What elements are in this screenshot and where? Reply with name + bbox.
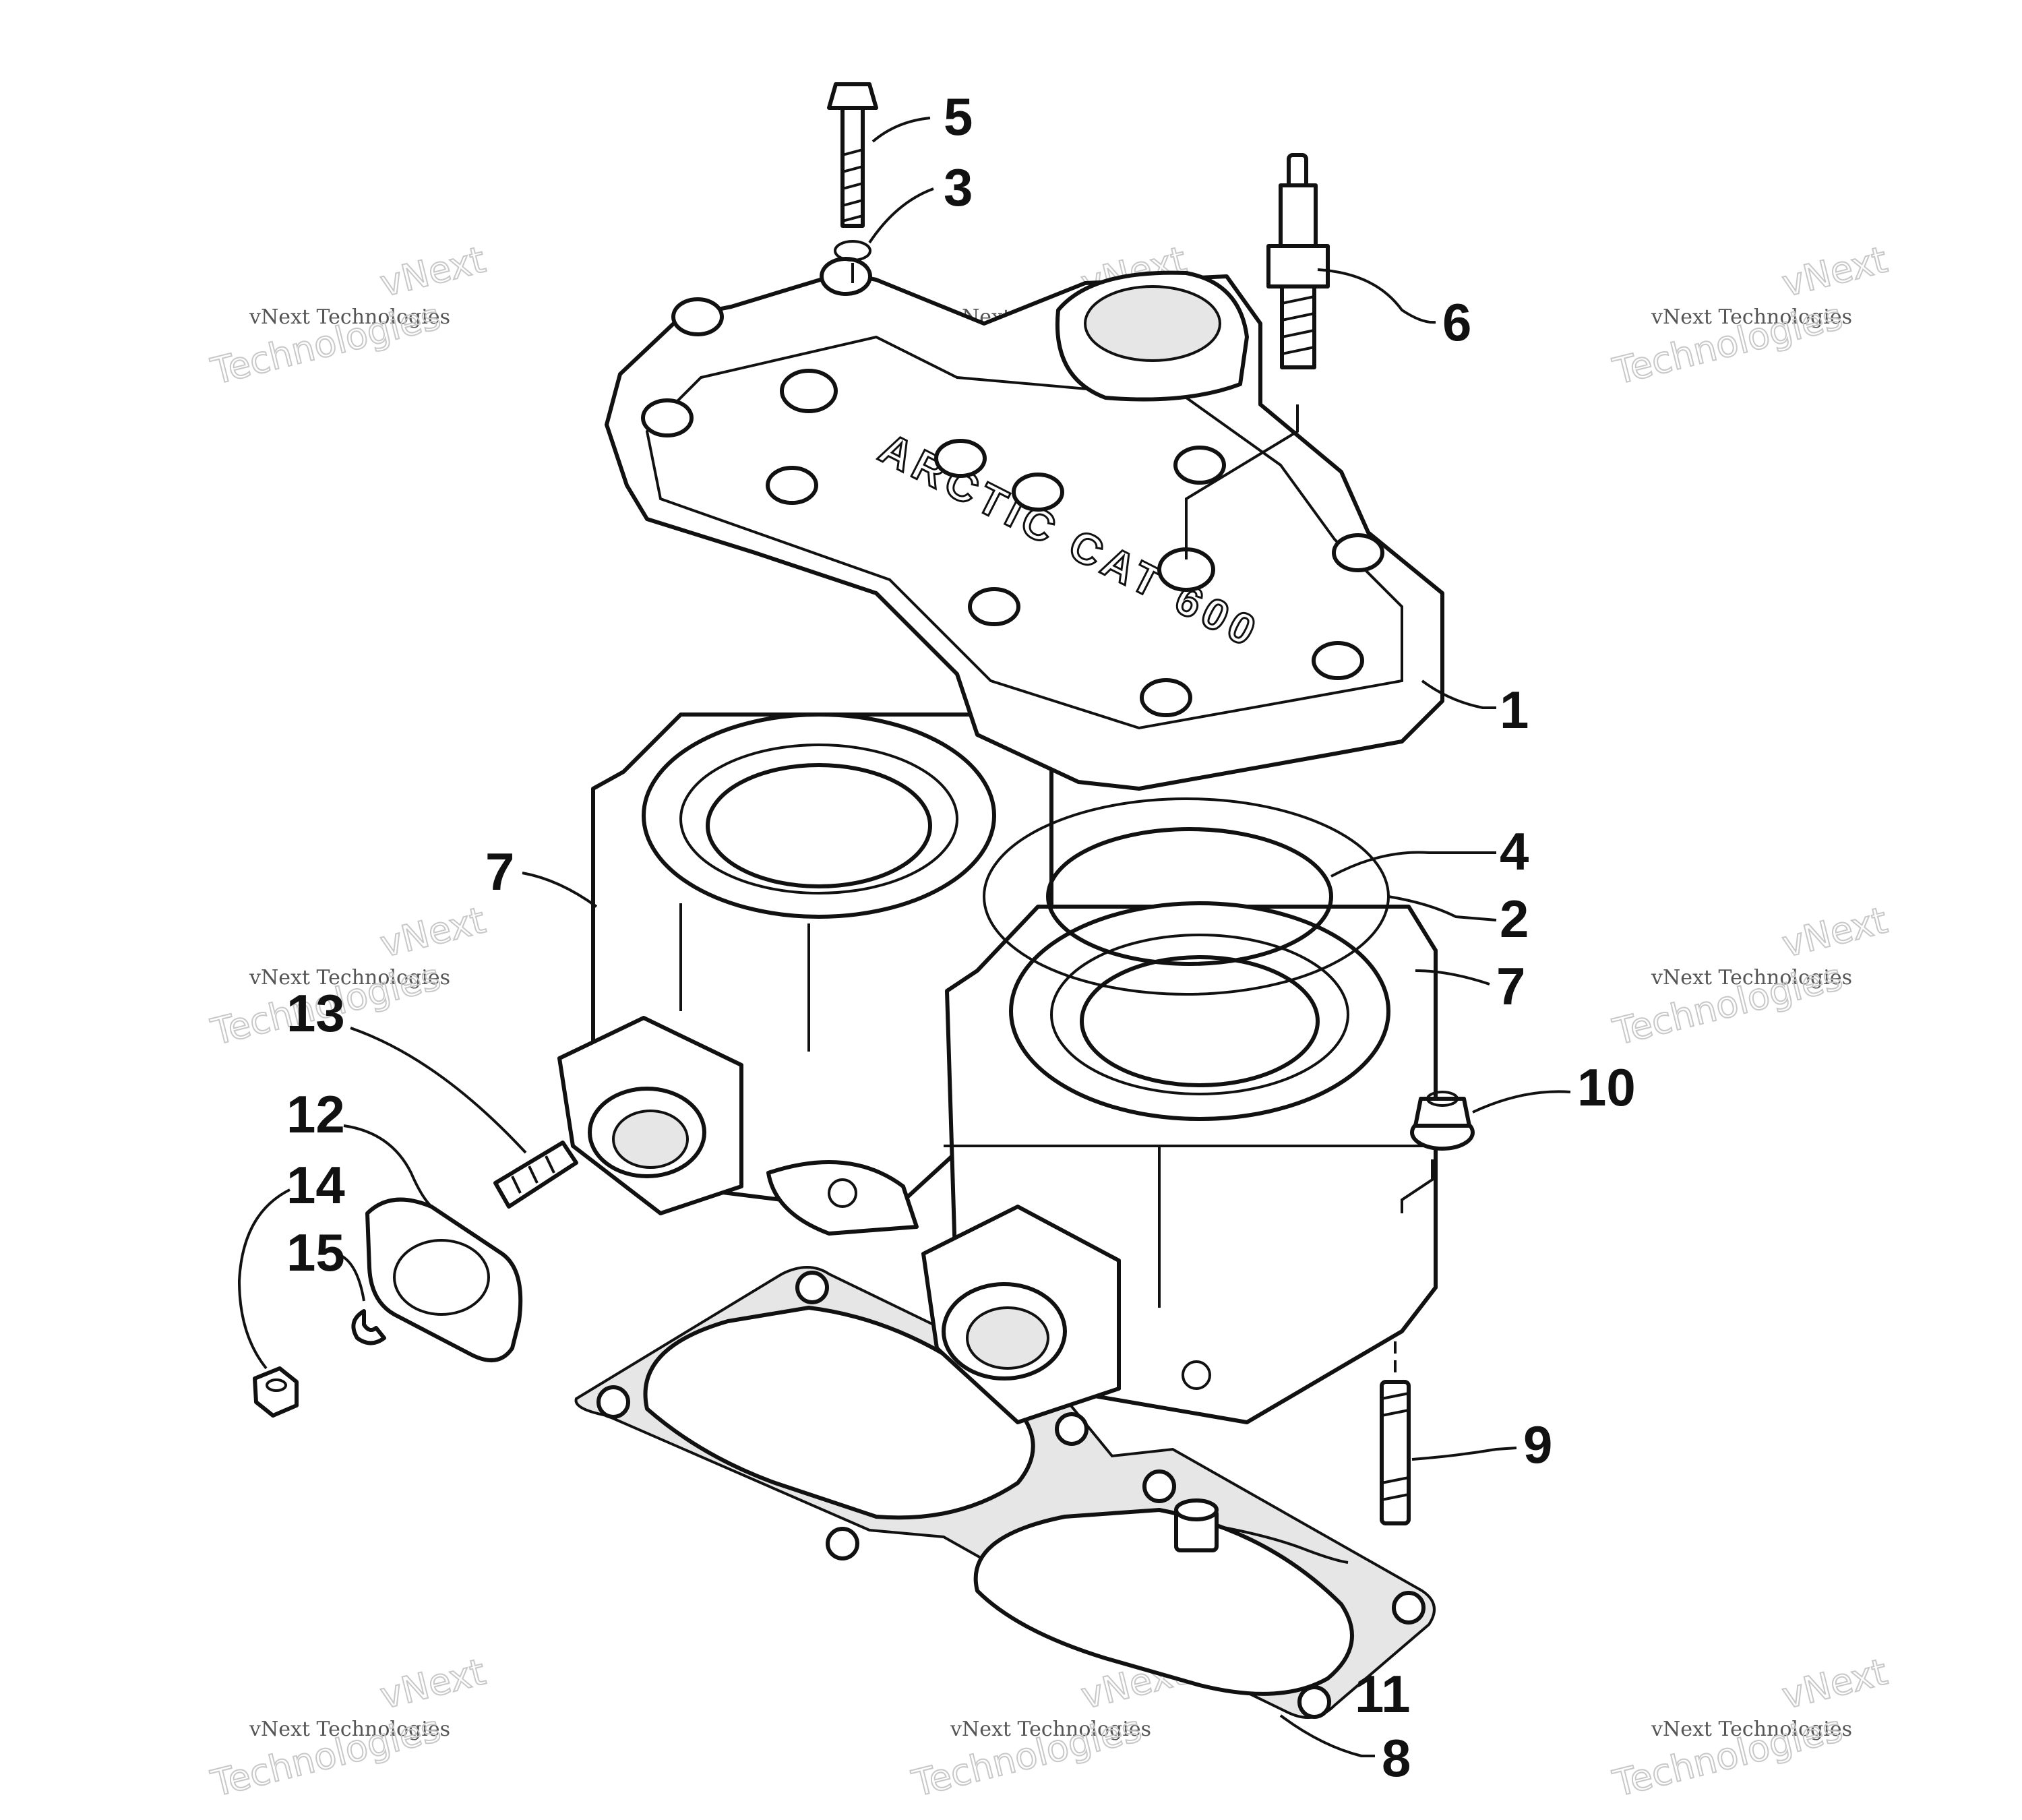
leader-9 [1411, 1447, 1517, 1461]
watermark: vNext vNext Technologies Technologies [206, 898, 490, 1054]
leader-13 [350, 1027, 527, 1154]
callout-14: 14 [286, 1155, 345, 1215]
leader-4 [1330, 851, 1496, 878]
callout-9: 9 [1523, 1415, 1552, 1474]
stud-vertical [1380, 1380, 1411, 1525]
leader-10 [1472, 1090, 1571, 1114]
cap-screw [827, 82, 878, 228]
watermark: vNext vNext Technologies Technologies [1608, 898, 1892, 1054]
svg-text:vNext Technologies: vNext Technologies [249, 305, 450, 329]
base-gasket [574, 1266, 1436, 1719]
flange-nut [1410, 1091, 1475, 1151]
callout-7-left: 7 [485, 842, 514, 901]
cylinder-right [921, 901, 1438, 1424]
dowel-pin [1174, 1498, 1219, 1552]
svg-text:vNext Technologies: vNext Technologies [950, 1718, 1151, 1741]
cylinder-left [557, 712, 1053, 1236]
callout-1: 1 [1500, 680, 1529, 739]
leader-1 [1421, 679, 1496, 709]
leader-14 [237, 1188, 290, 1370]
svg-text:vNext Technologies: vNext Technologies [1651, 966, 1852, 990]
callout-13: 13 [286, 983, 345, 1043]
watermark: vNext vNext Technologies Technologies [206, 237, 490, 394]
watermark: vNext vNext Technologies Technologies [206, 1649, 490, 1806]
leader-5 [871, 117, 931, 143]
callouts: 5 3 6 1 4 2 7 7 10 13 12 14 15 9 11 8 [286, 87, 1636, 1788]
callout-10: 10 [1577, 1058, 1636, 1117]
leader-7a [522, 872, 598, 908]
spark-plug [1266, 153, 1330, 369]
callout-2: 2 [1500, 889, 1529, 948]
leader-nut-to-cyl [1401, 1159, 1434, 1213]
leader-lines [237, 117, 1571, 1757]
watermark: vNext vNext Technologies Technologies [1608, 237, 1892, 394]
callout-8: 8 [1382, 1728, 1411, 1788]
callout-15: 15 [286, 1223, 345, 1282]
callout-3: 3 [944, 158, 973, 217]
callout-11: 11 [1355, 1664, 1410, 1724]
watermark: vNext vNext Technologies Technologies [907, 1649, 1191, 1806]
svg-text:vNext Technologies: vNext Technologies [249, 966, 450, 990]
leader-2 [1388, 895, 1497, 921]
cylinder-head: ARCTIC CAT 600 [605, 257, 1444, 791]
svg-text:vNext Technologies: vNext Technologies [1651, 305, 1852, 329]
callout-5: 5 [944, 87, 973, 146]
stud-diagonal [493, 1141, 578, 1209]
lock-washer [351, 1309, 386, 1345]
hex-nut [253, 1366, 299, 1418]
o-ring [1046, 827, 1333, 966]
leader-6 [1317, 268, 1436, 324]
manifold-gasket [365, 1197, 523, 1362]
callout-4: 4 [1500, 822, 1529, 881]
leader-12 [343, 1124, 433, 1208]
callout-7-right: 7 [1496, 957, 1525, 1016]
leader-8 [1279, 1714, 1375, 1757]
leader-plug-to-head [1185, 404, 1299, 559]
leader-11 [1219, 1525, 1349, 1564]
svg-text:vNext Technologies: vNext Technologies [249, 1718, 450, 1741]
callout-6: 6 [1442, 293, 1471, 352]
svg-text:vNext Technologies: vNext Technologies [1651, 1718, 1852, 1741]
leader-3 [868, 187, 934, 244]
washer [834, 240, 871, 262]
callout-12: 12 [286, 1085, 345, 1144]
leader-15 [336, 1252, 365, 1302]
watermark: vNext vNext Technologies Technologies [1608, 1649, 1892, 1806]
leader-7b [1415, 969, 1490, 985]
